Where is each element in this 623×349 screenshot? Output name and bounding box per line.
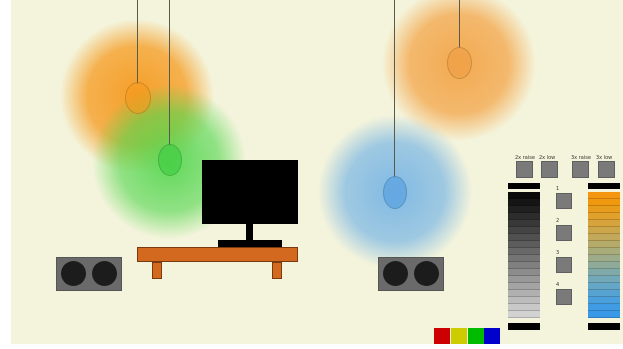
orange-right-bulb[interactable] <box>447 47 472 79</box>
green-bulb[interactable] <box>158 144 182 176</box>
zone-3-button[interactable] <box>556 257 572 273</box>
tv-screen <box>202 160 298 224</box>
right-speaker <box>378 257 444 291</box>
tv-stand-leg-right <box>272 262 282 279</box>
left-speaker <box>56 257 122 291</box>
yellow-swatch[interactable] <box>451 328 467 344</box>
room-scene: 2x raise 2x low 3x raise 3x low 1 2 3 4 <box>11 0 623 344</box>
tv-stand-leg-left <box>152 262 162 279</box>
color-ladder[interactable] <box>588 192 620 318</box>
zone-2-button[interactable] <box>556 225 572 241</box>
blue-bulb[interactable] <box>383 176 407 209</box>
grayscale-ladder[interactable] <box>508 192 540 318</box>
color-ladder-top-bar <box>588 183 620 189</box>
tv-stand-top <box>137 247 298 262</box>
zone-3-label: 3 <box>556 250 559 256</box>
low-3x-button[interactable] <box>598 161 615 178</box>
green-swatch[interactable] <box>468 328 484 344</box>
right-speaker-cone-2 <box>414 261 439 286</box>
green-light-cord <box>169 0 170 146</box>
blue-swatch[interactable] <box>484 328 500 344</box>
grayscale-ladder-top-bar <box>508 183 540 189</box>
raise-2x-button[interactable] <box>516 161 533 178</box>
left-speaker-cone-1 <box>61 261 86 286</box>
zone-4-button[interactable] <box>556 289 572 305</box>
zone-1-button[interactable] <box>556 193 572 209</box>
orange-left-bulb[interactable] <box>125 82 151 114</box>
tv-neck <box>246 224 253 240</box>
left-speaker-cone-2 <box>92 261 117 286</box>
grayscale-ladder-bottom-bar <box>508 323 540 330</box>
orange-right-light-cord <box>459 0 460 48</box>
blue-light-cord <box>394 0 395 178</box>
zone-1-label: 1 <box>556 186 559 192</box>
right-speaker-cone-1 <box>383 261 408 286</box>
orange-left-light-cord <box>137 0 138 84</box>
zone-2-label: 2 <box>556 218 559 224</box>
color-ladder-bottom-bar <box>588 323 620 330</box>
raise-3x-button[interactable] <box>572 161 589 178</box>
low-2x-button[interactable] <box>541 161 558 178</box>
tv-base <box>218 240 282 247</box>
red-swatch[interactable] <box>434 328 450 344</box>
zone-4-label: 4 <box>556 282 559 288</box>
